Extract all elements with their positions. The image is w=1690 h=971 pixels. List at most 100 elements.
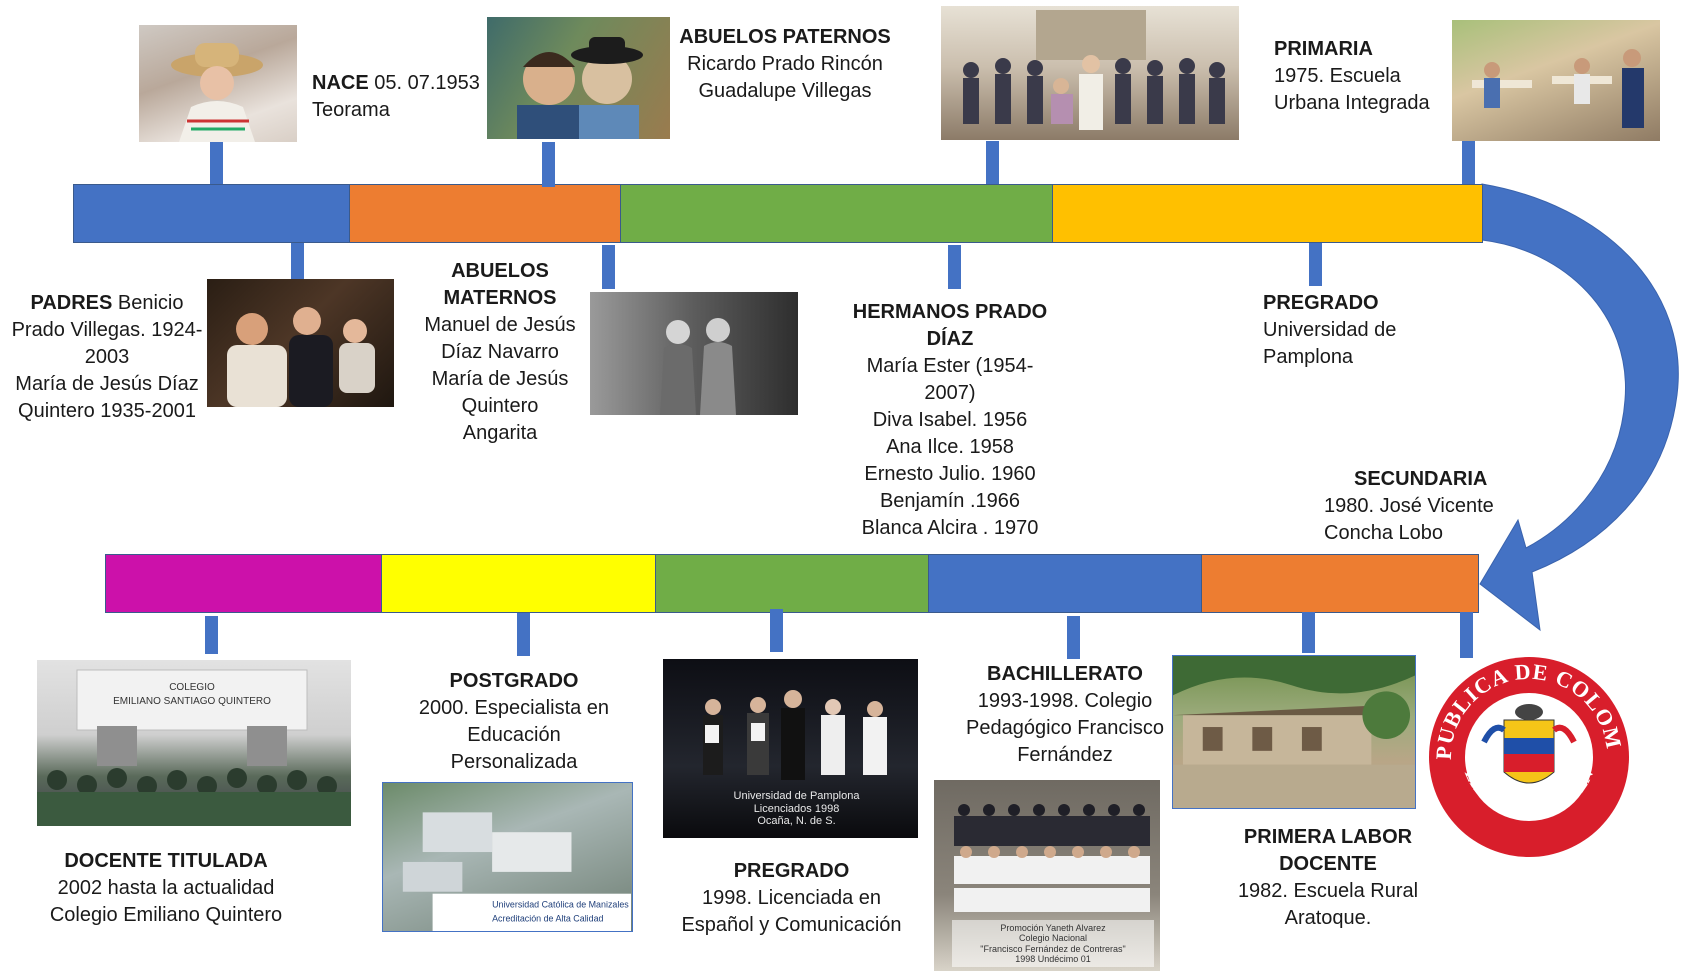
tick-bachillerato	[1067, 616, 1080, 659]
painted-grandparents-icon	[517, 37, 643, 139]
tick-padres	[291, 243, 304, 280]
tick-hermanos	[948, 245, 961, 289]
nace-title: NACE	[312, 72, 369, 94]
padres-line-4: María de Jesús Díaz	[15, 373, 199, 395]
tick-hermanos-top	[986, 141, 999, 184]
school-sign-line-2: EMILIANO SANTIAGO QUINTERO	[113, 696, 271, 707]
tick-docente-titulada	[205, 616, 218, 654]
pamplona-caption-2: Licenciados 1998	[753, 802, 840, 815]
event-primera-labor: PRIMERA LABOR DOCENTE 1982. Escuela Rura…	[1218, 824, 1438, 932]
postgrado-line-2: Educación	[467, 724, 561, 746]
photo-nace	[139, 25, 297, 142]
docente-titulada-line-1: 2002 hasta la actualidad	[57, 877, 275, 899]
abuelos-paternos-line-2: Guadalupe Villegas	[698, 80, 872, 102]
promocion-caption-4: 1998 Undécimo 01	[1015, 954, 1091, 965]
bachillerato-line-1: 1993-1998. Colegio	[977, 690, 1153, 712]
hermanos-line-7: Blanca Alcira . 1970	[861, 517, 1039, 539]
tick-abuelos-maternos	[602, 245, 615, 289]
docente-titulada-line-2: Colegio Emiliano Quintero	[49, 904, 283, 926]
hermanos-line-2: 2007)	[924, 382, 976, 404]
abuelos-maternos-line-4: Quintero	[461, 395, 539, 417]
abuelos-maternos-title-1: ABUELOS	[451, 260, 549, 282]
tick-primaria	[1462, 141, 1475, 184]
tick-abuelos-paternos	[542, 142, 555, 187]
promocion-caption: Promoción Yaneth Alvarez Colegio Naciona…	[952, 920, 1154, 968]
photo-padres	[207, 279, 394, 407]
pamplona-caption: Universidad de Pamplona Licenciados 1998…	[713, 787, 880, 831]
bachillerato-line-3: Fernández	[1017, 744, 1113, 766]
postgrado-title: POSTGRADO	[449, 670, 579, 692]
promocion-caption-1: Promoción Yaneth Alvarez	[1000, 923, 1106, 933]
hermanos-title-1: HERMANOS PRADO	[852, 301, 1048, 323]
padres-line-1: Benicio	[117, 292, 184, 314]
photo-docente-titulada: COLEGIO EMILIANO SANTIAGO QUINTERO	[37, 660, 351, 826]
hermanos-line-4: Ana Ilce. 1958	[886, 436, 1014, 458]
photo-abuelos-paternos	[487, 17, 670, 139]
photo-primaria	[1452, 20, 1660, 141]
pregrado-bottom-line-1: 1998. Licenciada en	[701, 887, 882, 909]
event-abuelos-maternos: ABUELOS MATERNOS Manuel de Jesús Díaz Na…	[410, 258, 590, 447]
family-group-church-icon	[963, 10, 1225, 130]
abuelos-paternos-title: ABUELOS PATERNOS	[679, 26, 891, 48]
abuelos-maternos-line-5: Angarita	[462, 422, 538, 444]
photo-bachillerato: Promoción Yaneth Alvarez Colegio Naciona…	[934, 780, 1160, 971]
nace-place: Teorama	[312, 99, 390, 121]
top-segment-2	[349, 184, 621, 243]
photo-postgrado: Universidad Católica de Manizales Acredi…	[382, 782, 633, 932]
postgrado-line-3: Personalizada	[450, 751, 578, 773]
promocion-caption-2: Colegio Nacional	[1018, 933, 1088, 944]
event-pregrado-top: PREGRADO Universidad de Pamplona	[1263, 290, 1438, 371]
event-secundaria: SECUNDARIA 1980. José Vicente Concha Lob…	[1324, 466, 1514, 547]
event-padres: PADRES Benicio Prado Villegas. 1924- 200…	[4, 290, 210, 425]
bottom-segment-4	[928, 554, 1202, 613]
secundaria-line-1: 1980. José Vicente	[1324, 495, 1494, 517]
tick-primera-labor	[1302, 612, 1315, 653]
colombia-seal: REPUBLICA DE COLOMBIA LIBERTAD Y ORDEN	[1424, 652, 1629, 857]
abuelos-maternos-line-1: Manuel de Jesús	[424, 314, 576, 336]
bottom-segment-1	[105, 554, 382, 613]
pregrado-top-line-2: Pamplona	[1263, 346, 1354, 368]
top-segment-4	[1052, 184, 1483, 243]
rural-school-icon	[1173, 656, 1415, 808]
elderly-couple-walking-icon	[660, 318, 736, 415]
tick-pregrado-top	[1309, 243, 1322, 286]
bottom-segment-5	[1201, 554, 1479, 613]
graduates-photo-icon	[703, 690, 887, 780]
primera-labor-title-2: DOCENTE	[1279, 853, 1377, 875]
school-crowd-icon: COLEGIO EMILIANO SANTIAGO QUINTERO	[37, 669, 351, 826]
padres-line-5: Quintero 1935-2001	[18, 400, 196, 422]
bottom-segment-2	[381, 554, 656, 613]
event-nace: NACE 05. 07.1953 Teorama	[312, 70, 502, 124]
abuelos-paternos-line-1: Ricardo Prado Rincón	[687, 53, 883, 75]
event-abuelos-paternos: ABUELOS PATERNOS Ricardo Prado Rincón Gu…	[675, 24, 895, 105]
tick-postgrado	[517, 613, 530, 656]
hermanos-line-3: Diva Isabel. 1956	[872, 409, 1028, 431]
hermanos-line-6: Benjamín .1966	[879, 490, 1021, 512]
bachillerato-title: BACHILLERATO	[987, 663, 1143, 685]
top-segment-1	[73, 184, 350, 243]
coat-of-arms-icon	[1481, 704, 1577, 784]
padres-line-2: Prado Villegas. 1924-	[11, 319, 203, 341]
top-segment-3	[620, 184, 1053, 243]
hermanos-line-1: María Ester (1954-	[866, 355, 1034, 377]
primera-labor-title-1: PRIMERA LABOR	[1243, 826, 1413, 848]
hermanos-title-2: DÍAZ	[926, 328, 974, 350]
secundaria-line-2: Concha Lobo	[1324, 522, 1443, 544]
school-sign-line-1: COLEGIO	[169, 682, 215, 693]
university-campus-icon: Universidad Católica de Manizales Acredi…	[402, 812, 632, 931]
primera-labor-line-1: 1982. Escuela Rural	[1237, 880, 1419, 902]
docente-titulada-title: DOCENTE TITULADA	[64, 850, 268, 872]
secundaria-title: SECUNDARIA	[1354, 468, 1488, 490]
parents-photo-icon	[227, 307, 375, 407]
promocion-caption-3: "Francisco Fernández de Contreras"	[980, 943, 1126, 954]
abuelos-maternos-line-2: Díaz Navarro	[441, 341, 559, 363]
pregrado-bottom-title: PREGRADO	[733, 860, 850, 882]
pregrado-bottom-line-2: Español y Comunicación	[681, 914, 902, 936]
catolica-caption-1: Universidad Católica de Manizales	[492, 900, 629, 910]
abuelos-maternos-title-2: MATERNOS	[443, 287, 557, 309]
tick-secundaria	[1460, 612, 1473, 658]
bottom-segment-3	[655, 554, 929, 613]
pregrado-top-title: PREGRADO	[1263, 292, 1379, 314]
primaria-line-2: Urbana Integrada	[1274, 92, 1430, 114]
